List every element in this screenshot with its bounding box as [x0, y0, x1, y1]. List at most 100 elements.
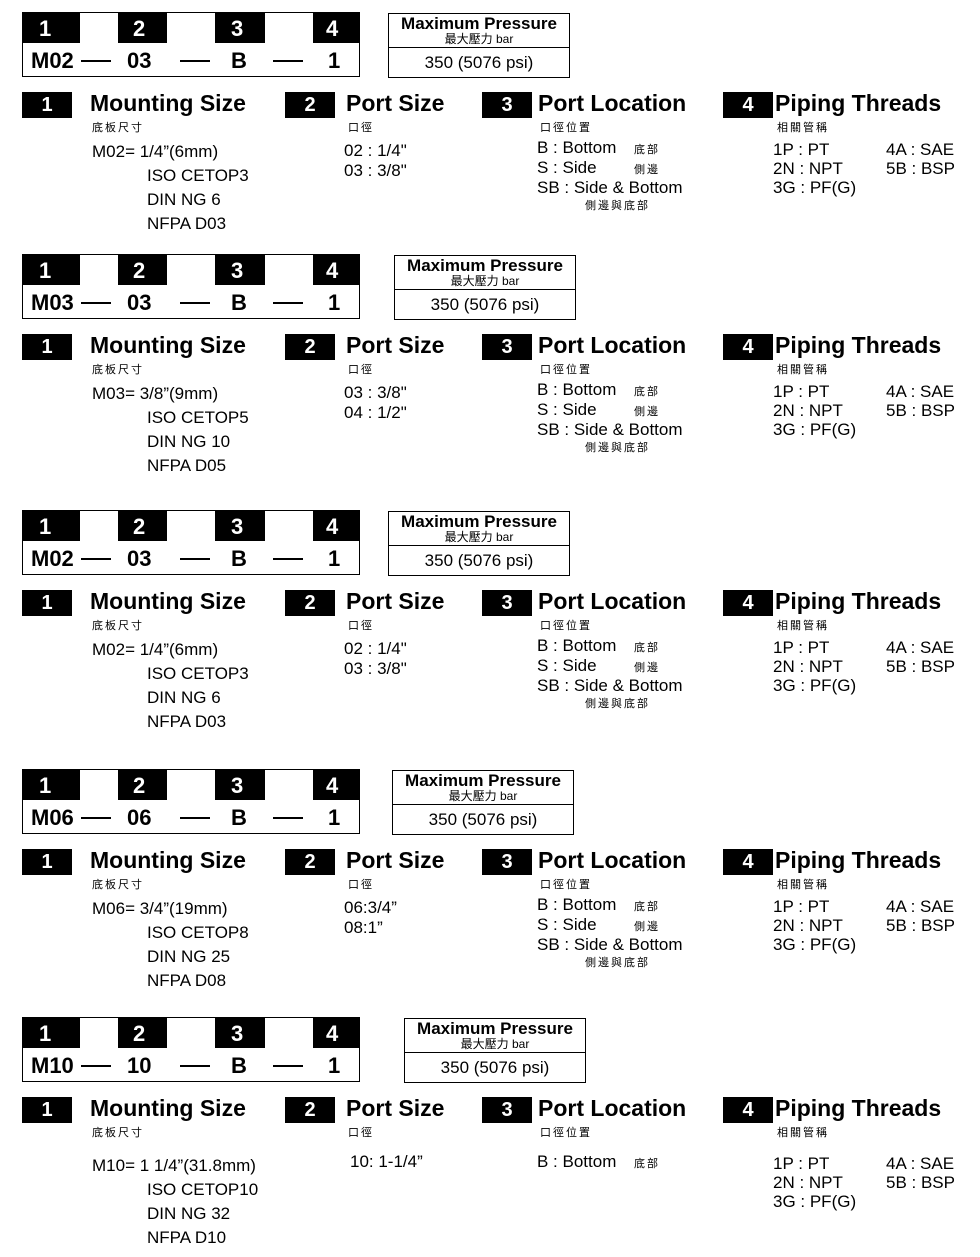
piping-thread-option: 4A : SAE: [886, 140, 955, 159]
piping-thread-option: 3G : PF(G): [773, 178, 857, 197]
code-value: M10: [31, 1053, 74, 1078]
section-subtitle-zh: 相關管稱: [777, 122, 829, 134]
max-pressure-unit: 最大壓力 bar: [444, 530, 514, 544]
code-value: 06: [127, 805, 152, 830]
port-size-option: 02 : 1/4": [344, 141, 407, 160]
code-header-gap: [80, 770, 118, 800]
port-size-option: 08:1”: [344, 918, 383, 937]
max-pressure-value: 350 (5076 psi): [430, 295, 540, 314]
code-dash: [273, 1065, 303, 1067]
code-value: B: [231, 290, 247, 315]
section-title: Mounting Size: [90, 847, 246, 873]
port-location-zh: 側邊與底部: [585, 957, 650, 969]
port-size-option: 10: 1-1/4”: [350, 1152, 423, 1171]
piping-thread-option: 3G : PF(G): [773, 935, 857, 954]
code-header-gap: [265, 1018, 313, 1048]
port-size-option: 03 : 3/8": [344, 161, 407, 180]
section-title: Port Location: [538, 847, 687, 873]
section-number: 1: [22, 1097, 72, 1123]
divider: [405, 1052, 585, 1053]
port-location-zh: 側邊: [634, 406, 660, 418]
port-location-option: S : Side: [537, 400, 597, 419]
code-dash: [273, 817, 303, 819]
port-location-option: B : Bottom: [537, 380, 617, 399]
code-position-number: 2: [133, 16, 146, 41]
mounting-size-line: M03= 3/8”(9mm): [92, 384, 219, 403]
port-size-option: 03 : 3/8": [344, 383, 407, 402]
section-title: Port Size: [346, 1095, 445, 1121]
max-pressure-title: Maximum Pressure: [401, 512, 557, 531]
code-header-gap: [80, 511, 118, 541]
piping-thread-option: 5B : BSP: [886, 916, 955, 935]
max-pressure-title: Maximum Pressure: [405, 771, 561, 790]
mounting-size-line: ISO CETOP10: [147, 1180, 259, 1199]
mounting-size-line: DIN NG 6: [147, 688, 221, 707]
section-subtitle-zh: 口徑: [348, 879, 374, 891]
section-number: 4: [723, 590, 773, 616]
code-value: 03: [127, 546, 152, 571]
piping-thread-option: 2N : NPT: [773, 1173, 843, 1192]
piping-thread-option: 1P : PT: [773, 1154, 830, 1173]
section-number: 1: [22, 92, 72, 118]
section-title: Mounting Size: [90, 588, 246, 614]
mounting-size-line: DIN NG 32: [147, 1204, 231, 1223]
section-subtitle-zh: 口徑位置: [540, 364, 592, 376]
section-number: 2: [285, 92, 335, 118]
code-dash: [81, 302, 111, 304]
port-size-option: 06:3/4”: [344, 898, 397, 917]
max-pressure-unit: 最大壓力 bar: [448, 789, 518, 803]
code-position-number: 1: [39, 1021, 52, 1046]
code-position-number: 4: [326, 16, 339, 41]
piping-thread-option: 3G : PF(G): [773, 1192, 857, 1211]
port-size-option: 02 : 1/4": [344, 639, 407, 658]
max-pressure-unit: 最大壓力 bar: [450, 274, 520, 288]
code-position-number: 4: [326, 773, 339, 798]
code-header-gap: [167, 13, 215, 43]
code-value: 1: [328, 1053, 341, 1078]
divider: [395, 289, 575, 290]
code-dash: [180, 60, 210, 62]
code-header-gap: [265, 511, 313, 541]
max-pressure-title: Maximum Pressure: [417, 1019, 573, 1038]
code-dash: [81, 558, 111, 560]
section-subtitle-zh: 底板尺寸: [92, 122, 144, 134]
port-location-zh: 底部: [634, 901, 660, 913]
mounting-size-line: DIN NG 6: [147, 190, 221, 209]
code-value: 1: [328, 290, 341, 315]
code-position-number: 1: [39, 773, 52, 798]
port-location-option: B : Bottom: [537, 895, 617, 914]
piping-thread-option: 1P : PT: [773, 382, 830, 401]
section-title: Port Size: [346, 90, 445, 116]
max-pressure-value: 350 (5076 psi): [440, 1058, 550, 1077]
code-value: M03: [31, 290, 74, 315]
mounting-size-line: DIN NG 25: [147, 947, 231, 966]
mounting-size-line: ISO CETOP3: [147, 166, 249, 185]
port-location-zh: 底部: [634, 386, 660, 398]
code-header-gap: [80, 255, 118, 285]
port-location-zh: 側邊與底部: [585, 442, 650, 454]
code-position-number: 2: [133, 1021, 146, 1046]
code-value: B: [231, 1053, 247, 1078]
port-location-zh: 側邊: [634, 164, 660, 176]
code-position-number: 4: [326, 1021, 339, 1046]
mounting-size-line: M02= 1/4”(6mm): [92, 640, 219, 659]
mounting-size-line: ISO CETOP5: [147, 408, 249, 427]
section-subtitle-zh: 口徑位置: [540, 620, 592, 632]
port-location-option: S : Side: [537, 158, 597, 177]
section-title: Mounting Size: [90, 1095, 246, 1121]
code-position-number: 3: [231, 258, 244, 283]
section-title: Mounting Size: [90, 332, 246, 358]
mounting-size-line: NFPA D03: [147, 214, 227, 233]
code-position-number: 1: [39, 514, 52, 539]
section-number: 4: [723, 1097, 773, 1123]
piping-thread-option: 2N : NPT: [773, 657, 843, 676]
